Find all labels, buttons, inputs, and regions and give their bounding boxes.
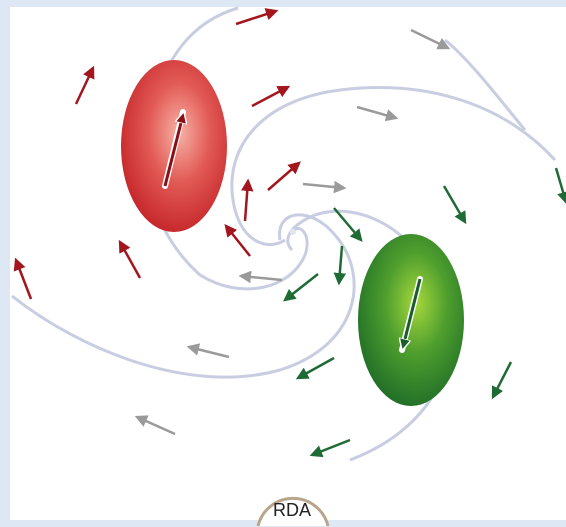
flow-arrow-icon (134, 415, 176, 436)
green-blob-icon (358, 234, 464, 406)
flow-arrow-icon (410, 28, 451, 50)
streamline (230, 86, 557, 246)
flow-arrow-icon (241, 178, 254, 222)
flow-arrow-icon (224, 224, 251, 257)
flow-arrow-icon (251, 85, 291, 108)
streamline (145, 6, 309, 291)
flow-arrow-icon (442, 185, 467, 225)
flow-arrow-icon (295, 356, 335, 380)
flow-arrow-icon (302, 180, 347, 194)
gray-arrows (134, 28, 451, 436)
flow-arrow-icon (356, 105, 399, 122)
green-arrows (283, 167, 566, 458)
flow-arrow-icon (267, 161, 301, 191)
flow-arrow-icon (74, 65, 95, 105)
streamline (444, 38, 527, 131)
streamline (11, 213, 356, 379)
flow-arrow-icon (118, 239, 142, 279)
vortex-center-icon (290, 229, 296, 235)
rda-label: RDA (272, 500, 311, 520)
flow-arrow-icon (235, 8, 279, 26)
flow-arrow-icon (333, 207, 363, 242)
rda-badge-ring (256, 496, 330, 527)
red-blob-icon (121, 60, 227, 232)
red-arrows (13, 8, 301, 300)
flow-arrow-icon (238, 270, 283, 284)
flow-arrow-icon (554, 167, 566, 205)
flow-arrow-icon (333, 245, 347, 286)
flow-arrow-icon (309, 438, 351, 458)
flow-arrow-icon (186, 343, 230, 359)
flow-arrow-icon (283, 273, 319, 302)
streamlines (11, 6, 557, 462)
flow-arrow-icon (491, 361, 513, 400)
flow-arrow-icon (13, 257, 33, 300)
